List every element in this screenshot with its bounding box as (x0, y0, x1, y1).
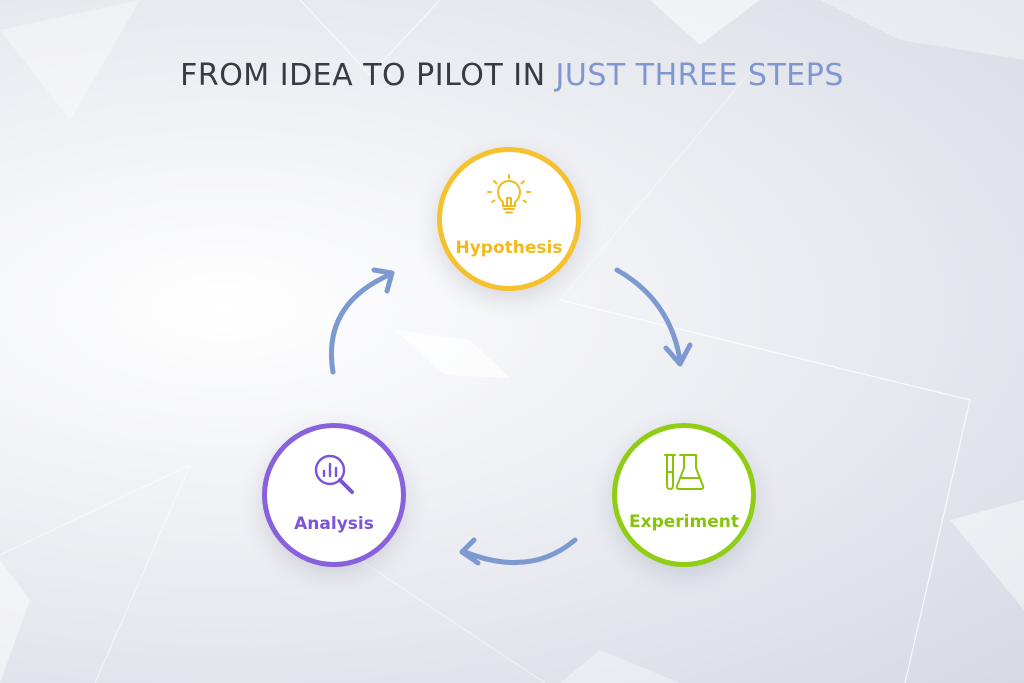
step-label: Analysis (294, 514, 374, 534)
step-experiment: Experiment (612, 423, 756, 567)
flasks-icon (664, 454, 705, 490)
step-label: Hypothesis (455, 238, 563, 258)
title-part-2: JUST THREE STEPS (555, 58, 844, 93)
arrow-analysis-to-hypothesis (329, 267, 395, 375)
arrow-hypothesis-to-experiment (614, 267, 693, 367)
page-title: FROM IDEA TO PILOT IN JUST THREE STEPS (0, 58, 1024, 93)
step-label: Experiment (629, 512, 739, 532)
arrow-experiment-to-analysis (459, 537, 578, 566)
lightbulb-icon (487, 174, 531, 214)
step-hypothesis: Hypothesis (437, 147, 581, 291)
magnifier-chart-icon (314, 454, 354, 494)
title-part-1: FROM IDEA TO PILOT IN (180, 58, 556, 93)
step-analysis: Analysis (262, 423, 406, 567)
